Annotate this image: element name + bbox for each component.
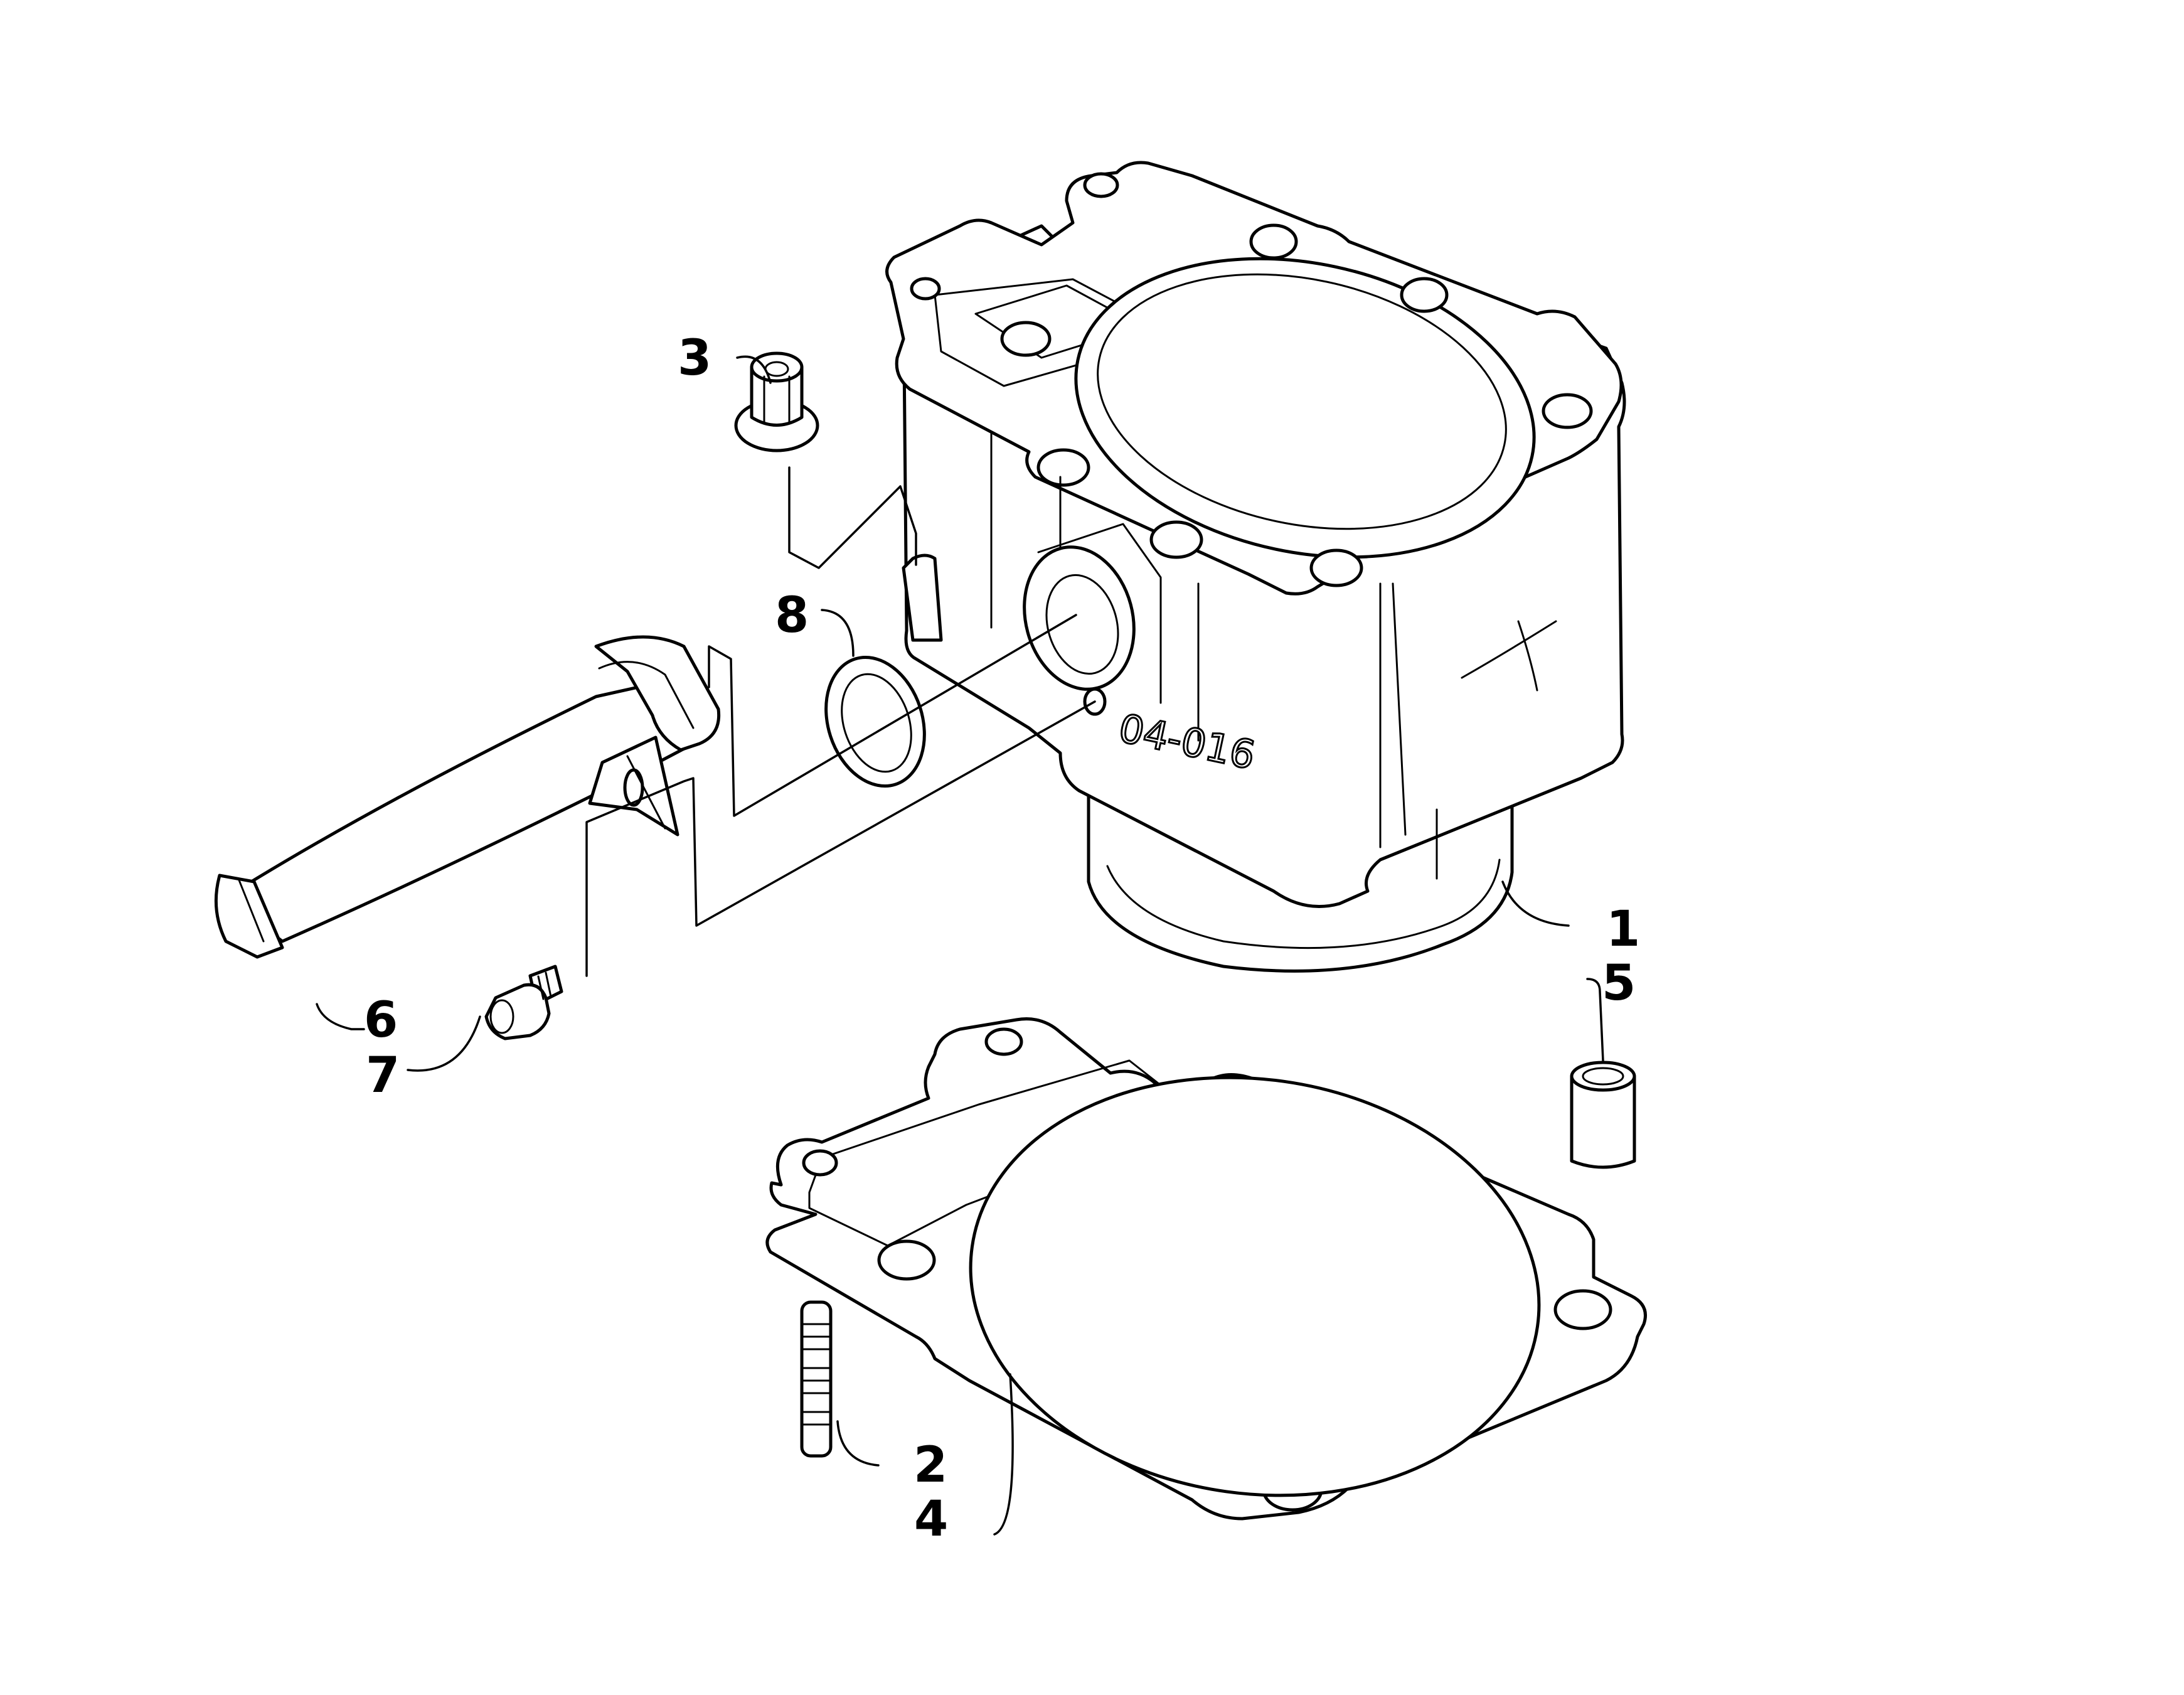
cylinder: 04-016 [885, 161, 1626, 973]
callout-8: 8 [775, 587, 809, 644]
callout-leaders [316, 355, 1604, 1536]
callout-6: 6 [364, 992, 398, 1049]
callout-7: 7 [366, 1047, 400, 1104]
callout-4: 4 [914, 1491, 948, 1548]
callout-5: 5 [1602, 955, 1636, 1012]
callout-3: 3 [678, 330, 711, 387]
callout-1: 1 [1606, 901, 1640, 958]
assembly-lines [585, 466, 1096, 977]
base-gasket [765, 1017, 1647, 1521]
o-ring [824, 655, 926, 788]
callout-numbers: 3 8 1 5 6 7 2 4 [364, 330, 1640, 1548]
coolant-elbow-pipe [214, 635, 721, 959]
pipe-to-port-line [708, 614, 1077, 817]
dowel-pin [800, 1300, 833, 1458]
callout-2: 2 [914, 1437, 947, 1494]
nut-assembly-line [788, 466, 917, 569]
flange-nut [734, 351, 819, 452]
bushing [1570, 1061, 1636, 1169]
screw-to-cylinder-line [585, 700, 1096, 977]
cap-screw [484, 965, 563, 1040]
